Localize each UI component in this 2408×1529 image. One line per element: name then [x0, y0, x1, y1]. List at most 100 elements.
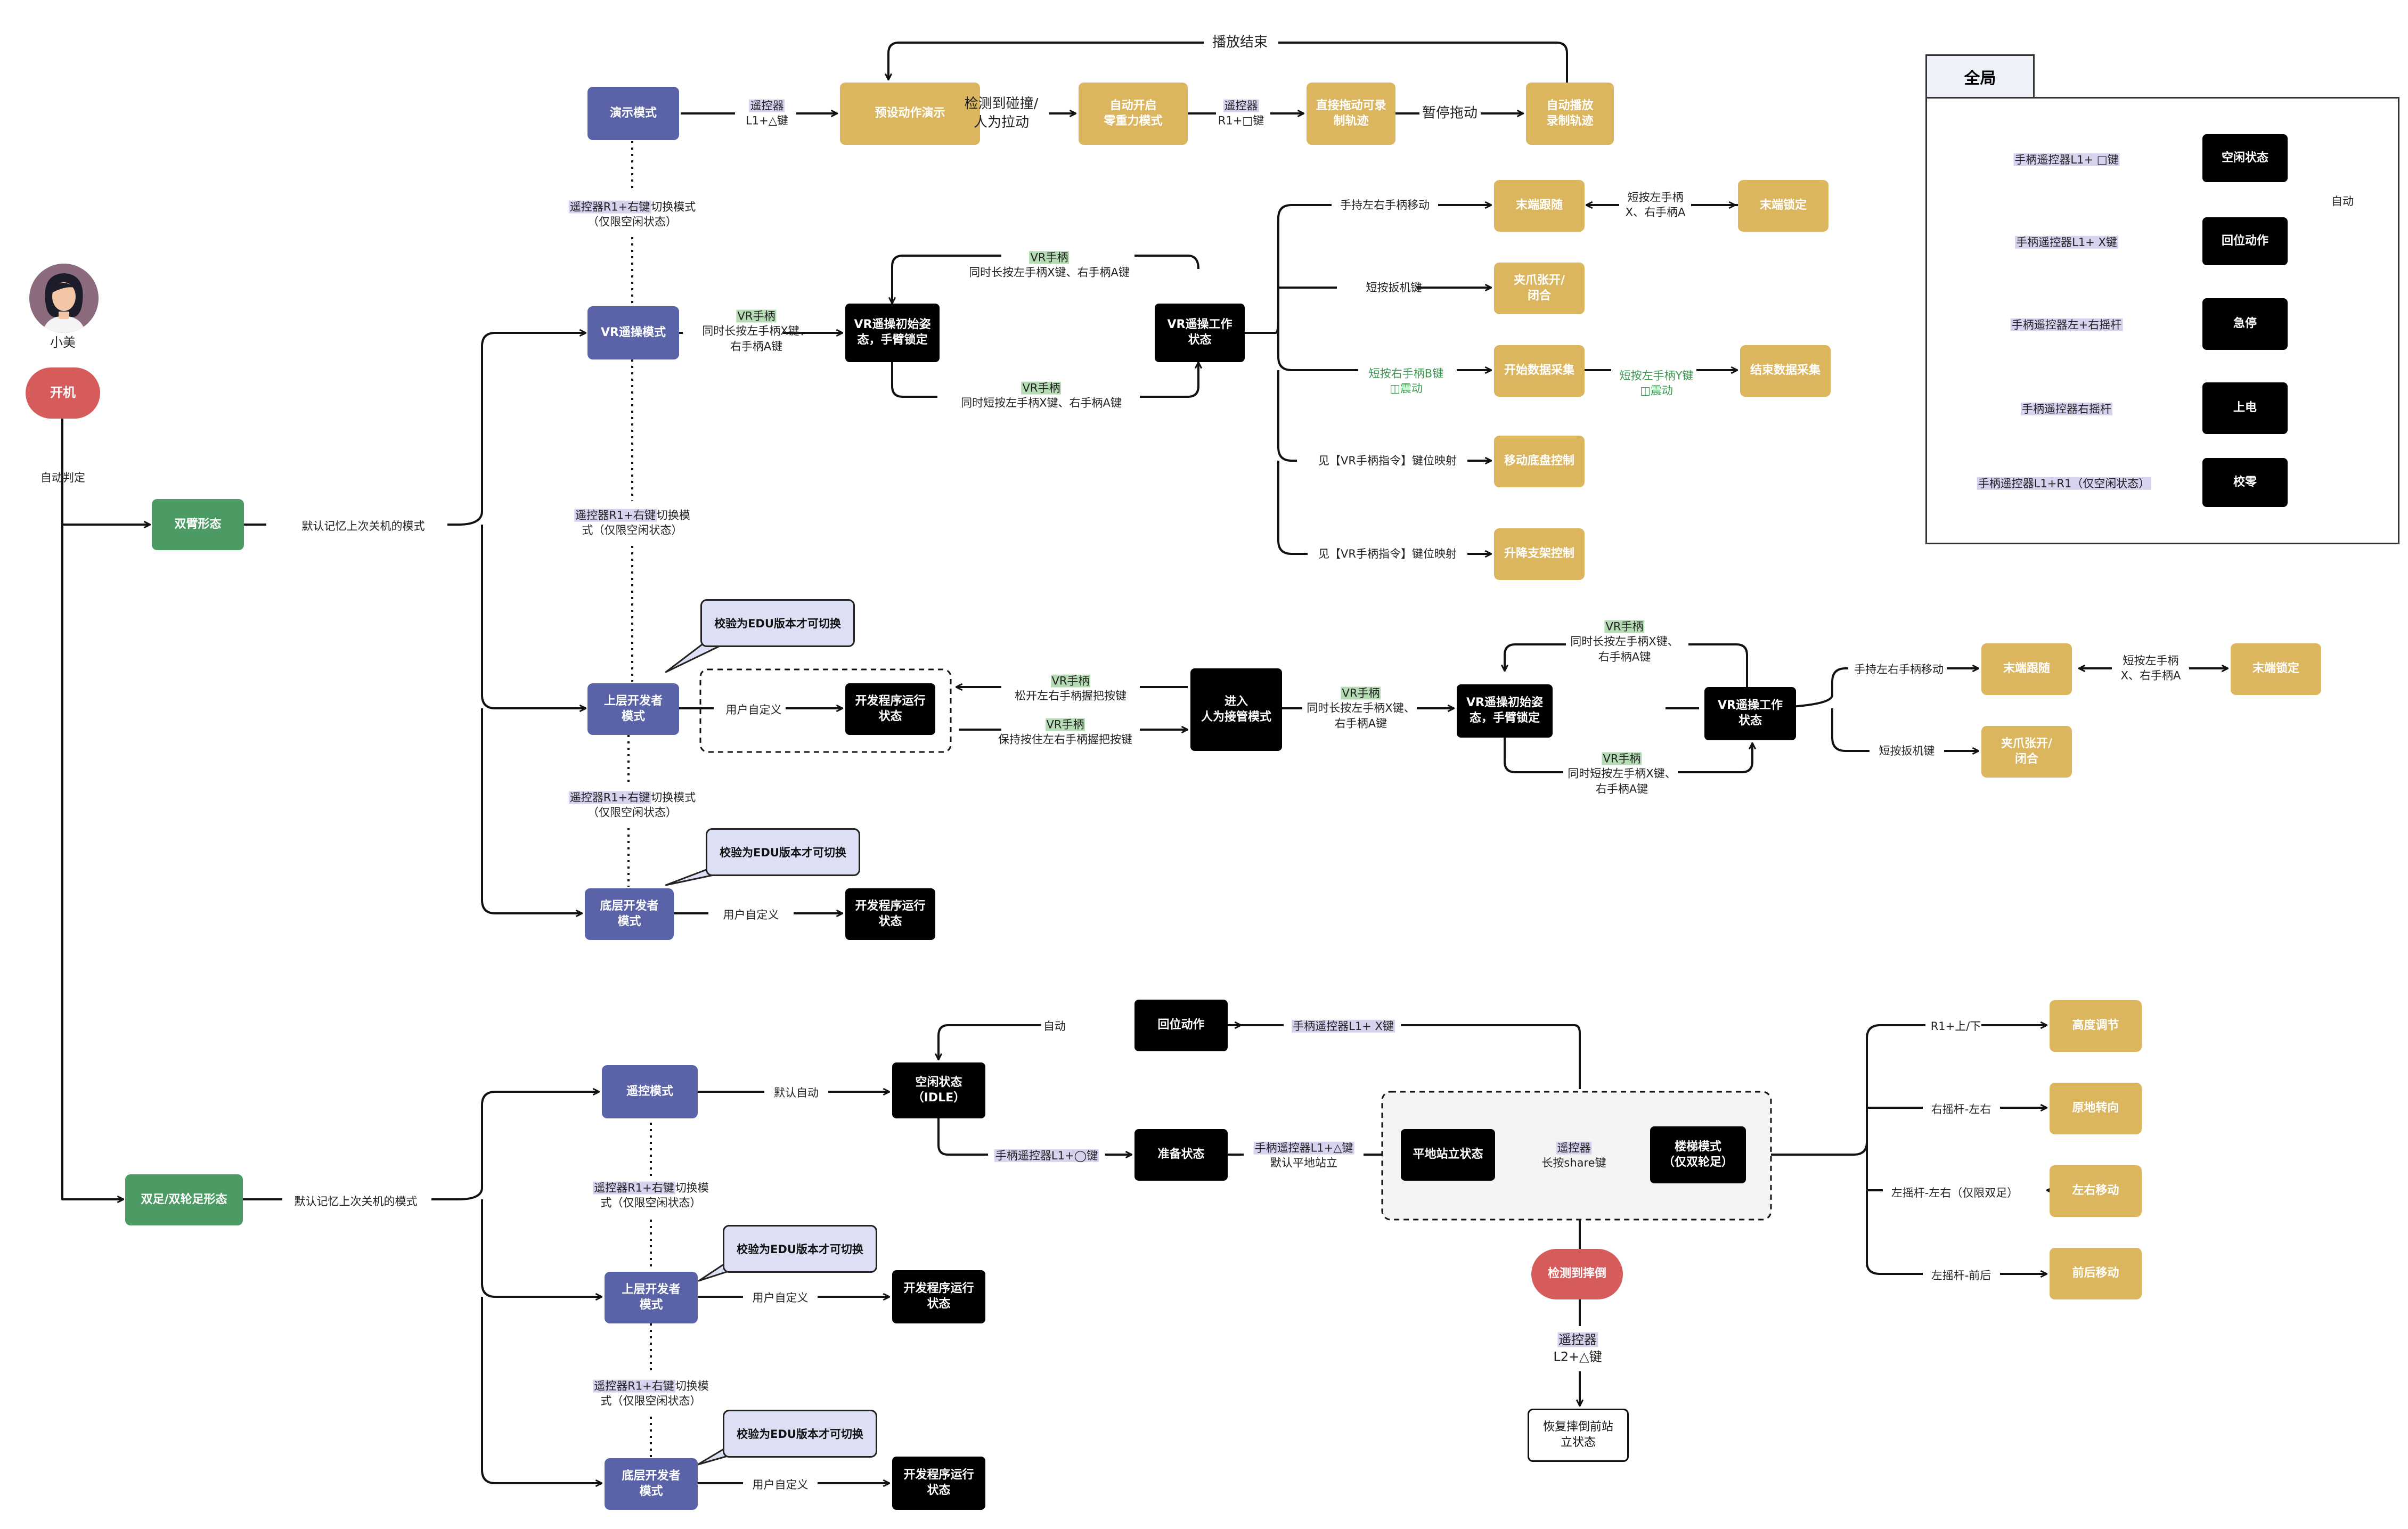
dev-run-node-2: 开发程序运行 状态 [845, 888, 935, 940]
short-xa-label-2: 短按左手柄 X、右手柄A [2120, 654, 2181, 682]
vr-short-label-2: VR手柄同时短按左手柄X键、 右手柄A键 [1568, 752, 1676, 796]
upper-dev-mode-node: 上层开发者 模式 [587, 683, 679, 735]
vr-hold-label: VR手柄同时长按左手柄X键、 右手柄A键 [702, 309, 811, 353]
user-define-label-3: 用户自定义 [752, 1291, 809, 1304]
vr-work-node: VR遥操工作 状态 [1155, 304, 1245, 362]
lateral-move-node: 左右移动 [2050, 1165, 2142, 1217]
auto-judge-label: 自动判定 [40, 471, 85, 484]
vr-hold-label-3: VR手柄同时长按左手柄X键、 右手柄A键 [1307, 686, 1415, 730]
play-end-label: 播放结束 [1212, 34, 1268, 51]
stair-mode-node: 楼梯模式 （仅双轮足） [1650, 1126, 1746, 1183]
hand-move-label-2: 手持左右手柄移动 [1854, 663, 1944, 676]
legend-row-label: 手柄遥控器L1+ □键 [2013, 153, 2120, 166]
user-define-label-2: 用户自定义 [723, 908, 779, 921]
end-collect-node: 结束数据采集 [1740, 345, 1831, 397]
vr-work-node-2: VR遥操工作 状态 [1704, 687, 1796, 740]
user-define-label-1: 用户自定义 [725, 703, 782, 716]
switch-mode-label-1: 遥控器R1+右键切换模式 （仅限空闲状态） [568, 200, 696, 228]
end-follow-node-2: 末端跟随 [1981, 643, 2072, 695]
preset-demo-node: 预设动作演示 [840, 83, 980, 145]
short-xa-label: 短按左手柄 X、右手柄A [1625, 191, 1686, 219]
dev-run-node-4: 开发程序运行 状态 [892, 1457, 985, 1510]
edu-check-bubble-1: 校验为EDU版本才可切换 [700, 599, 855, 647]
lower-dev-mode-node-2: 底层开发者 模式 [605, 1458, 698, 1510]
short-y-label: 短按左手柄Y键◫震动 [1619, 369, 1694, 397]
chassis-control-node: 移动底盘控制 [1494, 436, 1585, 487]
upper-dev-mode-node-2: 上层开发者 模式 [605, 1272, 698, 1323]
start-collect-node: 开始数据采集 [1494, 345, 1585, 397]
switch-mode-label-4: 遥控器R1+右键切换模 式（仅限空闲状态） [593, 1181, 709, 1209]
short-trigger-label-2: 短按扳机键 [1879, 744, 1935, 757]
flat-stand-node: 平地站立状态 [1401, 1129, 1495, 1181]
dev-run-node-1: 开发程序运行 状态 [845, 683, 935, 735]
vr-hold-label-4: VR手柄同时长按左手柄X键、 右手柄A键 [1570, 620, 1679, 664]
edu-check-bubble-3: 校验为EDU版本才可切换 [723, 1225, 877, 1273]
gripper-node-2: 夹爪张开/ 闭合 [1981, 726, 2072, 778]
auto-label: 自动 [1043, 1019, 1066, 1033]
vr-init-node-2: VR遥操初始姿 态，手臂锁定 [1457, 684, 1553, 738]
edu-check-bubble-2: 校验为EDU版本才可切换 [706, 828, 860, 876]
home-action-node: 回位动作 [1134, 1000, 1228, 1051]
switch-mode-label-2: 遥控器R1+右键切换模 式（仅限空闲状态） [574, 509, 690, 537]
see-vr-label-2: 见【VR手柄指令】键位映射 [1318, 547, 1457, 560]
default-auto-label: 默认自动 [774, 1086, 819, 1099]
legend-row-label: 手柄遥控器左+右摇杆 [2010, 318, 2123, 331]
demo-mode-node: 演示模式 [587, 87, 679, 140]
r1-updown-label: R1+上/下 [1930, 1019, 1981, 1033]
avatar [29, 264, 99, 333]
remote-mode-node: 遥控模式 [602, 1065, 698, 1118]
release-grip-label: VR手柄松开左右手柄握把按键 [1015, 674, 1127, 702]
see-vr-label-1: 见【VR手柄指令】键位映射 [1318, 454, 1457, 467]
left-stick-fb-label: 左摇杆-前后 [1931, 1269, 1991, 1282]
avatar-name: 小美 [50, 334, 76, 350]
ready-state-node: 准备状态 [1134, 1129, 1228, 1181]
dual-arm-node: 双臂形态 [152, 499, 244, 550]
idle-state-node: 空闲状态 （IDLE） [892, 1062, 985, 1118]
lower-dev-mode-node: 底层开发者 模式 [585, 888, 674, 940]
gripper-node: 夹爪张开/ 闭合 [1494, 263, 1585, 314]
legend-row-label: 手柄遥控器L1+R1（仅空闲状态） [1977, 477, 2151, 490]
left-stick-lr-label: 左摇杆-左右（仅限双足） [1891, 1186, 2019, 1199]
legend-title: 全局 [1925, 54, 2035, 99]
auto-play-node: 自动播放 录制轨迹 [1526, 83, 1614, 145]
recover-stand-node: 恢复摔倒前站 立状态 [1528, 1409, 1629, 1462]
default-memory-label-arm: 默认记忆上次关机的模式 [301, 519, 425, 533]
legend-state-home: 回位动作 [2202, 217, 2288, 265]
collision-label: 检测到碰撞/ 人为拉动 [964, 95, 1039, 130]
vibrate-icon: ◫ [1640, 385, 1651, 397]
global-legend-panel [1925, 97, 2399, 544]
right-stick-lr-label: 右摇杆-左右 [1931, 1102, 1991, 1116]
auto-zero-g-node: 自动开启 零重力模式 [1079, 83, 1188, 145]
legend-state-idle: 空闲状态 [2202, 134, 2288, 182]
legend-auto-label: 自动 [2331, 194, 2354, 208]
vr-hold-top-label: VR手柄同时长按左手柄X键、右手柄A键 [969, 251, 1130, 279]
remote-l1o-label: 手柄遥控器L1+◯键 [994, 1149, 1099, 1162]
remote-share-label: 遥控器长按share键 [1541, 1141, 1606, 1170]
remote-l1tri-label: 手柄遥控器L1+△键默认平地站立 [1253, 1141, 1354, 1170]
end-follow-node: 末端跟随 [1494, 180, 1585, 232]
remote-l1x-label: 手柄遥控器L1+ X键 [1292, 1019, 1395, 1033]
vibrate-icon: ◫ [1390, 382, 1400, 395]
legend-state-power: 上电 [2202, 382, 2288, 434]
switch-mode-label-5: 遥控器R1+右键切换模 式（仅限空闲状态） [593, 1379, 709, 1408]
vr-init-node: VR遥操初始姿 态，手臂锁定 [845, 304, 940, 362]
switch-mode-label-3: 遥控器R1+右键切换模式 （仅限空闲状态） [568, 791, 696, 819]
drag-trajectory-node: 直接拖动可录 制轨迹 [1307, 83, 1395, 145]
height-adjust-node: 高度调节 [2050, 1000, 2142, 1052]
enter-teleop-node: 进入 人为接管模式 [1190, 668, 1282, 751]
legend-state-estop: 急停 [2202, 298, 2288, 350]
short-b-label: 短按右手柄B键◫震动 [1368, 367, 1444, 395]
dev-run-node-3: 开发程序运行 状态 [892, 1270, 985, 1323]
legend-state-zero: 校零 [2202, 458, 2288, 507]
end-lock-node-2: 末端锁定 [2231, 643, 2321, 695]
hand-move-label: 手持左右手柄移动 [1340, 198, 1430, 211]
default-memory-label-biped: 默认记忆上次关机的模式 [294, 1195, 418, 1208]
lift-control-node: 升降支架控制 [1494, 528, 1585, 580]
woman-avatar-icon [29, 264, 99, 333]
fall-detected-node: 检测到摔倒 [1531, 1249, 1623, 1299]
